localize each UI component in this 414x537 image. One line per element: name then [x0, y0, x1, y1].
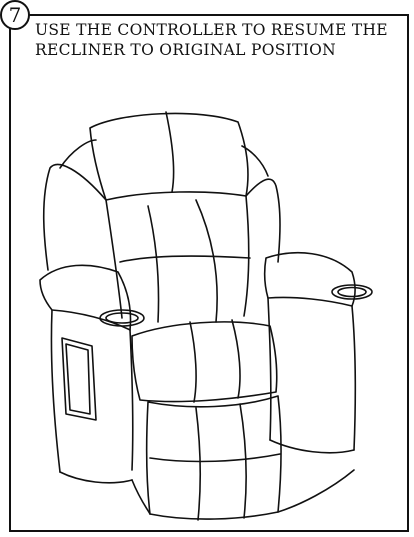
cup-holder-right: [331, 284, 373, 300]
back-cushion-left: [105, 199, 123, 319]
instruction-text: USE THE CONTROLLER TO RESUME THE RECLINE…: [35, 20, 411, 60]
chair-back-outline: [42, 163, 107, 271]
side-pocket: [61, 337, 97, 421]
step-number-badge: 7: [0, 0, 30, 30]
cup-holder-left: [99, 309, 145, 327]
instruction-panel-frame: [9, 14, 409, 532]
instruction-line-1: USE THE CONTROLLER TO RESUME THE: [35, 21, 388, 39]
seat-cushion: [131, 321, 278, 403]
step-number: 7: [8, 3, 22, 27]
instruction-line-2: RECLINER TO ORIGINAL POSITION: [35, 41, 336, 59]
back-cushion-center: [195, 199, 218, 323]
